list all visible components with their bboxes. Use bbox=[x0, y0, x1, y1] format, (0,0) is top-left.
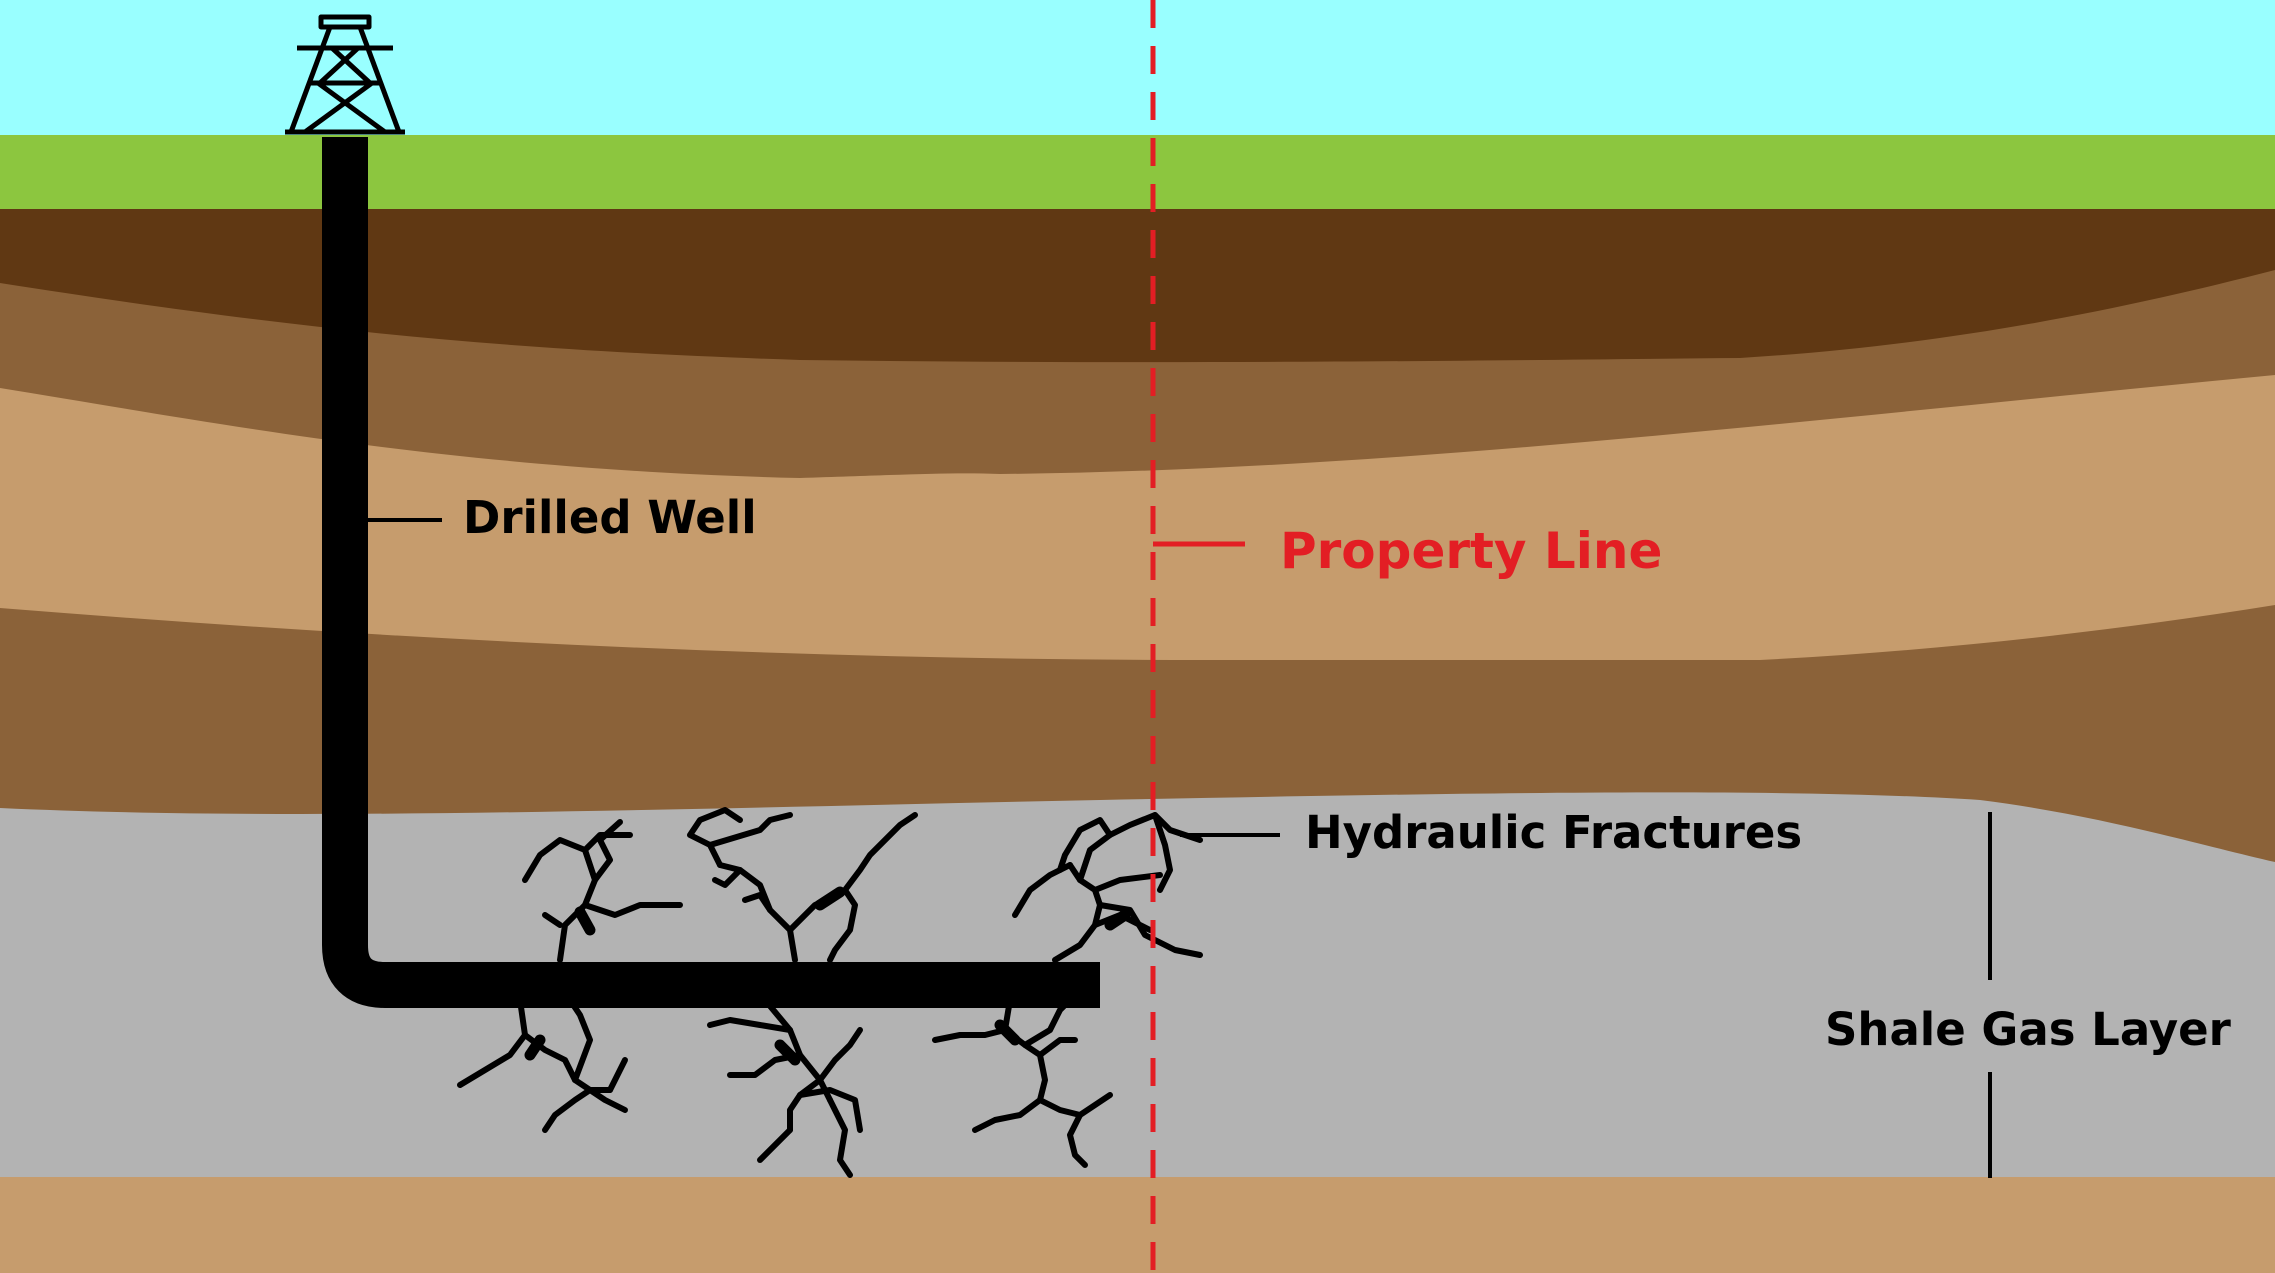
hydraulic-fractures-label: Hydraulic Fractures bbox=[1305, 806, 1802, 859]
bedrock-layer bbox=[0, 1177, 2275, 1273]
grass-layer bbox=[0, 135, 2275, 211]
shale-gas-layer bbox=[0, 792, 2275, 1273]
property-line-label: Property Line bbox=[1280, 522, 1662, 580]
sky bbox=[0, 0, 2275, 137]
shale-gas-layer-label: Shale Gas Layer bbox=[1825, 1003, 2232, 1056]
drilling-rig-icon bbox=[285, 14, 405, 135]
drilled-well-pipe bbox=[322, 137, 1100, 1008]
drilled-well-label: Drilled Well bbox=[463, 491, 757, 544]
hydraulic-fractures bbox=[457, 807, 1203, 1178]
